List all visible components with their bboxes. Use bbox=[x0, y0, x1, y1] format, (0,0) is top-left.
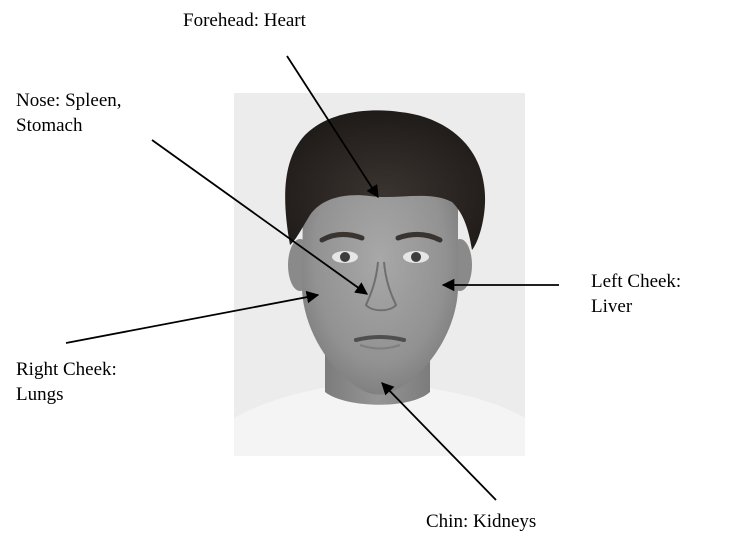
left-iris bbox=[411, 252, 421, 262]
label-chin-line-1: Chin: Kidneys bbox=[426, 509, 536, 534]
label-right-cheek-line-1: Right Cheek: bbox=[16, 357, 117, 382]
label-left-cheek: Left Cheek: Liver bbox=[591, 269, 681, 319]
label-left-cheek-line-2: Liver bbox=[591, 294, 681, 319]
label-right-cheek: Right Cheek: Lungs bbox=[16, 357, 117, 407]
label-left-cheek-line-1: Left Cheek: bbox=[591, 269, 681, 294]
label-nose: Nose: Spleen, Stomach bbox=[16, 88, 122, 138]
portrait-photo bbox=[234, 93, 525, 456]
label-nose-line-2: Stomach bbox=[16, 113, 122, 138]
label-right-cheek-line-2: Lungs bbox=[16, 382, 117, 407]
label-nose-line-1: Nose: Spleen, bbox=[16, 88, 122, 113]
label-forehead-line-1: Forehead: Heart bbox=[183, 8, 306, 33]
label-forehead: Forehead: Heart bbox=[183, 8, 306, 33]
label-chin: Chin: Kidneys bbox=[426, 509, 536, 534]
right-iris bbox=[340, 252, 350, 262]
